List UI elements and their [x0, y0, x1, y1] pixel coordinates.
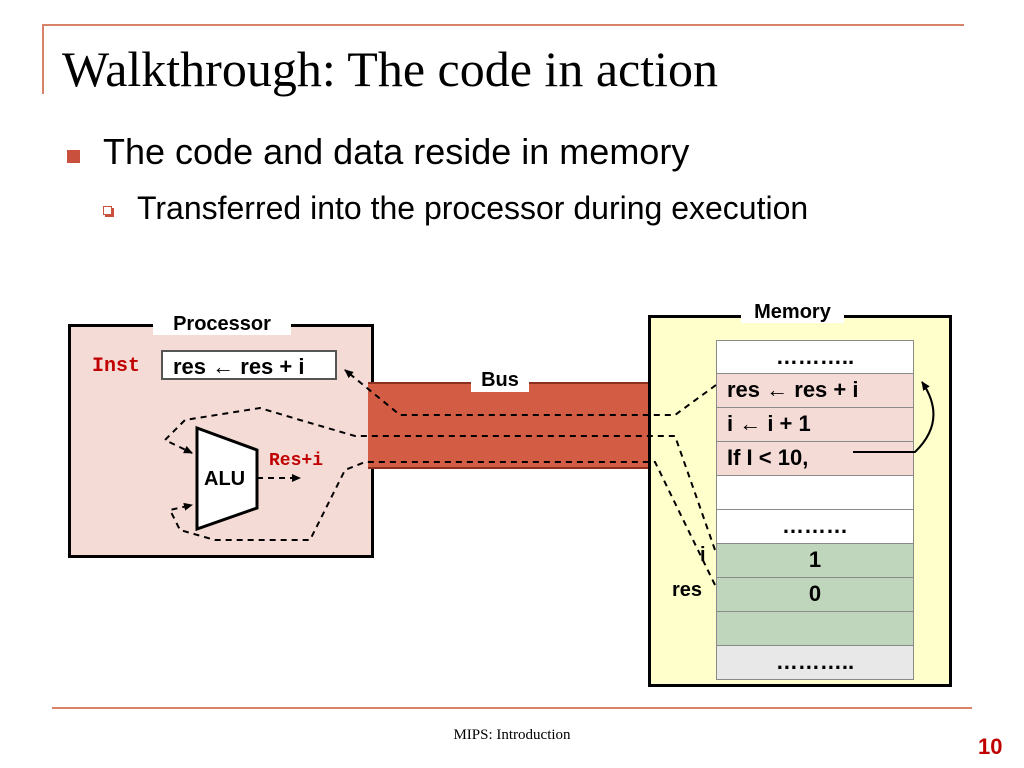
- memory-address-label-i: i: [700, 544, 706, 566]
- processor-label: Processor: [153, 313, 291, 335]
- memory-cell: 1: [716, 544, 914, 578]
- alu-label: ALU: [204, 468, 246, 490]
- memory-label: Memory: [741, 301, 844, 323]
- bullet-text-1: The code and data reside in memory: [103, 131, 690, 172]
- inst-register-label: Inst: [92, 355, 141, 378]
- memory-cell: ………..: [716, 340, 914, 374]
- memory-cell: 0: [716, 578, 914, 612]
- footer-text: MIPS: Introduction: [453, 727, 571, 743]
- slide-title: Walkthrough: The code in action: [62, 41, 718, 97]
- memory-cell: res ← res + i: [716, 374, 914, 408]
- left-accent-line: [42, 24, 44, 94]
- footer-line: [52, 707, 972, 709]
- hollow-square-bullet-icon: [103, 206, 112, 215]
- square-bullet-icon: [67, 150, 80, 163]
- bus-band: [368, 382, 649, 469]
- memory-cell: ………: [716, 510, 914, 544]
- alu-result-label: Res+i: [269, 451, 324, 471]
- page-number: 10: [978, 734, 1003, 759]
- memory-cell: i ← i + 1: [716, 408, 914, 442]
- memory-cell: ………..: [716, 646, 914, 680]
- top-accent-line: [42, 24, 964, 26]
- bullet-text-2: Transferred into the processor during ex…: [137, 190, 809, 226]
- memory-cell: [716, 612, 914, 646]
- inst-register: res ← res + i: [161, 350, 337, 380]
- memory-cell: If I < 10,: [716, 442, 914, 476]
- memory-cell: [716, 476, 914, 510]
- memory-address-label-res: res: [672, 579, 703, 601]
- bus-label: Bus: [471, 368, 529, 392]
